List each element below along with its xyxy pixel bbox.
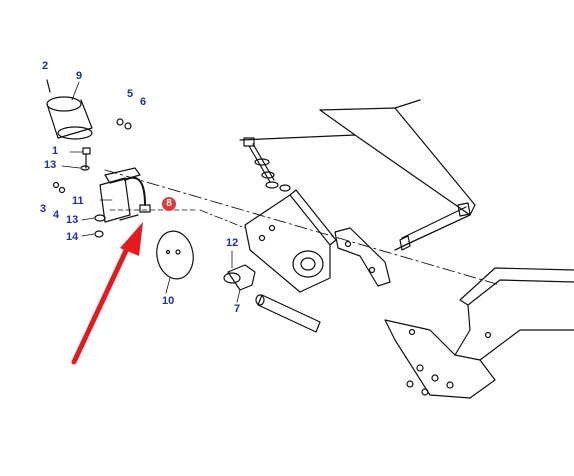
callout-13-lower: 13 <box>66 214 79 226</box>
bearing-plate <box>244 189 337 293</box>
callout-14: 14 <box>66 231 79 243</box>
callout-12: 12 <box>226 237 239 249</box>
washer-13b <box>94 214 106 222</box>
leader-lines <box>61 81 246 303</box>
sensor-cable <box>124 176 146 206</box>
callout-3: 3 <box>40 203 47 215</box>
highlight-badge-8: 8 <box>162 197 176 211</box>
nuts-3-4 <box>52 181 66 194</box>
callout-13-upper: 13 <box>44 159 57 171</box>
callout-7: 7 <box>234 303 241 315</box>
angle-bracket <box>334 227 391 287</box>
chassis <box>384 267 574 399</box>
nuts-5-6 <box>116 118 132 130</box>
frame-chute <box>239 99 476 251</box>
disc-part <box>156 230 194 280</box>
washer-13 <box>80 165 90 171</box>
sensor-bracket <box>99 167 141 223</box>
clamp-part <box>223 264 256 291</box>
callout-4: 4 <box>53 209 60 221</box>
callout-11: 11 <box>72 195 84 207</box>
callout-9: 9 <box>76 70 83 82</box>
cover-part <box>46 96 93 140</box>
shaft-part <box>255 294 321 333</box>
pointer-arrow <box>71 222 143 365</box>
bolt-stack <box>243 137 291 192</box>
center-line <box>104 169 501 286</box>
callout-10: 10 <box>162 295 175 307</box>
bolt-1 <box>82 147 91 169</box>
callout-2: 2 <box>42 60 49 72</box>
callout-5: 5 <box>127 88 134 100</box>
screw-2 <box>46 79 51 93</box>
callout-6: 6 <box>140 96 147 108</box>
nut-14 <box>94 230 104 238</box>
callout-1: 1 <box>52 145 59 157</box>
